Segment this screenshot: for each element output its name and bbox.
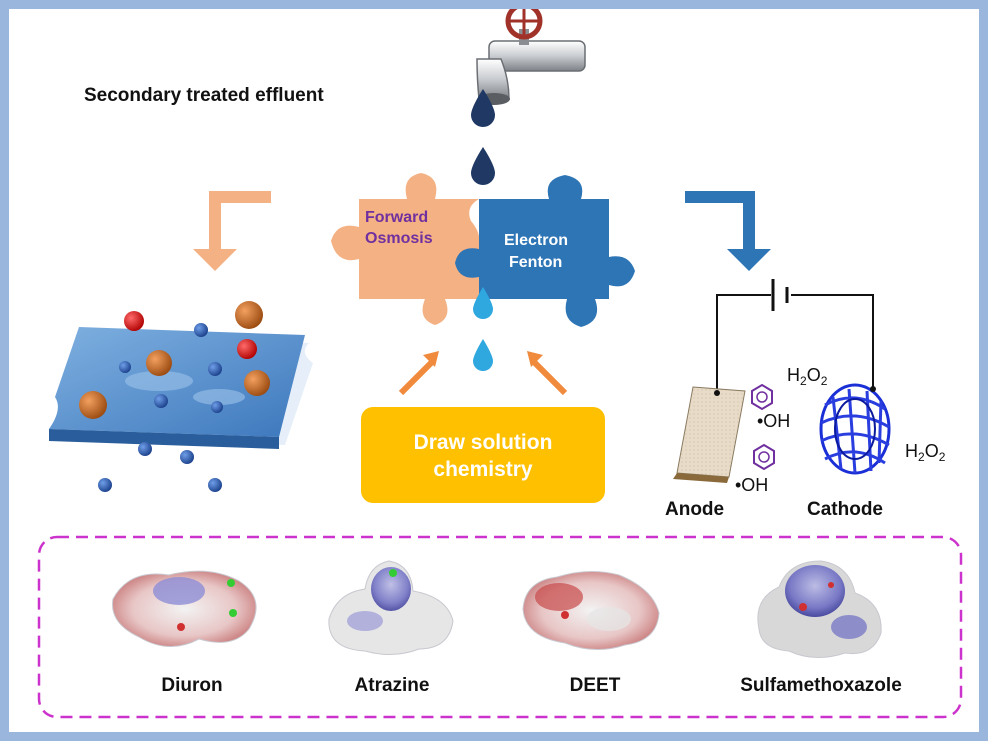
orange-elbow-arrow xyxy=(193,191,271,271)
figure-frame: Secondary treated effluent Forward Osmos… xyxy=(9,9,979,732)
draw-line1: Draw solution xyxy=(414,431,553,454)
fo-line2: Osmosis xyxy=(365,230,433,247)
diagram-canvas: Secondary treated effluent Forward Osmos… xyxy=(37,9,963,719)
draw-line2: chemistry xyxy=(433,458,533,481)
light-water-drop xyxy=(473,287,493,371)
molecule-label-atrazine: Atrazine xyxy=(355,675,430,696)
h2o2-top: H2O2 xyxy=(787,365,828,388)
membrane-sheet xyxy=(49,327,313,449)
ef-line2: Fenton xyxy=(509,254,562,271)
solute-particles xyxy=(79,301,270,492)
anode-label: Anode xyxy=(665,499,724,520)
forward-osmosis-piece: Forward Osmosis xyxy=(331,173,480,325)
molecule-label-deet: DEET xyxy=(570,675,621,696)
fo-line1: Forward xyxy=(365,209,428,226)
h2o2-right: H2O2 xyxy=(905,441,946,464)
cathode-label: Cathode xyxy=(807,499,883,520)
molecule-panel xyxy=(37,535,963,719)
dark-water-drop xyxy=(471,89,495,185)
deet-molecule-icon xyxy=(522,571,660,650)
molecule-label-diuron: Diuron xyxy=(161,675,222,696)
blue-elbow-arrow xyxy=(685,191,771,271)
draw-solution-box: Draw solution chemistry xyxy=(361,407,605,503)
oh-radical-upper: •OH xyxy=(757,411,790,431)
source-label: Secondary treated effluent xyxy=(84,85,324,106)
atrazine-molecule-icon xyxy=(328,560,454,655)
electron-fenton-piece: Electron Fenton xyxy=(455,175,635,327)
electro-circuit xyxy=(716,279,874,393)
anode-electrode xyxy=(673,386,746,483)
molecule-label-sulfamethoxazole: Sulfamethoxazole xyxy=(740,675,902,696)
arrow-up-right xyxy=(398,351,439,396)
diuron-molecule-icon xyxy=(112,570,257,648)
faucet-icon xyxy=(476,9,586,105)
arrow-up-left xyxy=(527,351,568,396)
sulfamethoxazole-molecule-icon xyxy=(757,560,882,658)
cathode-electrode xyxy=(819,383,891,475)
ef-line1: Electron xyxy=(504,232,568,249)
benzene-icon xyxy=(751,383,775,471)
oh-radical-lower: •OH xyxy=(735,475,768,495)
